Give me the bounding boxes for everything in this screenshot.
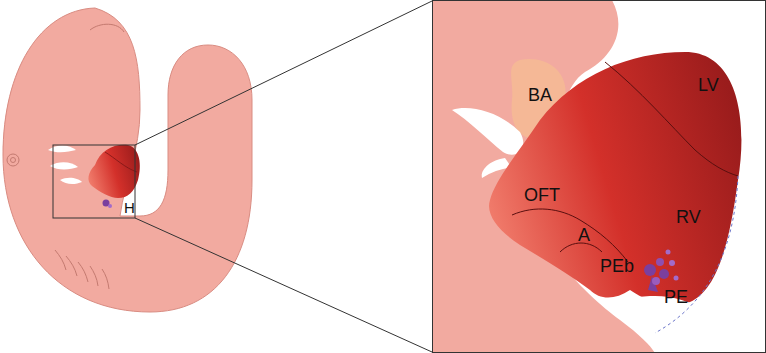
embryo xyxy=(3,8,252,312)
part-label: RV xyxy=(676,208,701,226)
zoom-line xyxy=(135,218,432,352)
enlarged-panel xyxy=(432,0,766,353)
part-label: OFT xyxy=(524,186,560,204)
zoom-line xyxy=(135,1,432,145)
part-label: A xyxy=(578,226,590,244)
part-label: PEb xyxy=(600,257,634,275)
proepicardium-cells xyxy=(644,250,679,293)
part-label: H xyxy=(124,200,135,215)
part-label: PE xyxy=(664,288,688,306)
part-label: LV xyxy=(698,76,719,94)
part-label: BA xyxy=(528,86,552,104)
